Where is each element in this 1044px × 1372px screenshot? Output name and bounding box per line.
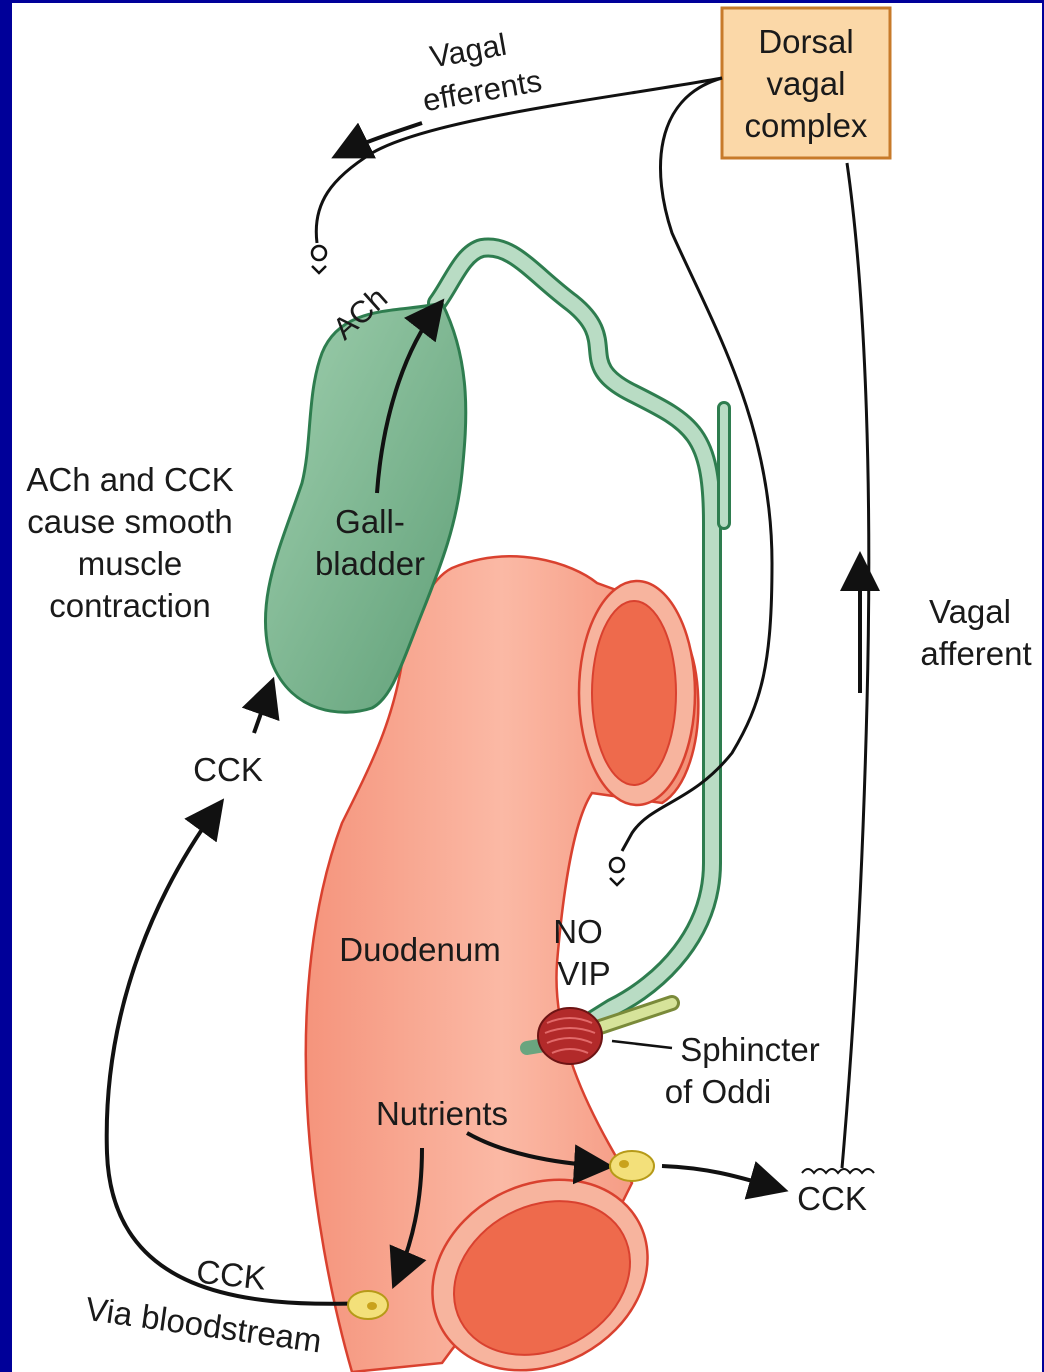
nerve-ending-icon: [802, 1169, 874, 1173]
dvc-label-3: complex: [745, 107, 868, 144]
nutrients-label: Nutrients: [376, 1095, 508, 1132]
via-bloodstream-label: Via bloodstream: [83, 1290, 324, 1360]
cck-right-label: CCK: [797, 1180, 867, 1217]
arrow-icon: [662, 1166, 777, 1188]
synapse-icon: [312, 246, 326, 273]
contraction-label-3: muscle: [78, 545, 183, 582]
vagal-afferent-label-2: afferent: [920, 635, 1031, 672]
sphincter-leader-line: [612, 1041, 672, 1048]
diagram-frame: Dorsal vagal complex: [12, 3, 1042, 1372]
sphincter-label-1: Sphincter: [680, 1031, 819, 1068]
vagal-afferent-nerve: [802, 163, 874, 1173]
contraction-label-2: cause smooth: [27, 503, 232, 540]
duodenum-label: Duodenum: [339, 931, 500, 968]
diagram-canvas: Dorsal vagal complex: [12, 3, 1042, 1372]
gallbladder-label-2: bladder: [315, 545, 425, 582]
arrow-icon: [254, 688, 270, 733]
contraction-label-4: contraction: [49, 587, 210, 624]
no-label: NO: [553, 913, 603, 950]
sphincter-label-2: of Oddi: [665, 1073, 771, 1110]
cck-left-label: CCK: [193, 751, 263, 788]
vagal-efferents-label-1: Vagal: [427, 27, 509, 75]
vip-label: VIP: [557, 955, 610, 992]
synapse-icon: [610, 858, 624, 885]
dorsal-vagal-complex-box: Dorsal vagal complex: [722, 8, 890, 158]
sphincter-of-oddi: [538, 1008, 602, 1064]
dvc-label-1: Dorsal: [758, 23, 853, 60]
enteroendocrine-cell-icon: [348, 1291, 388, 1319]
dvc-label-2: vagal: [767, 65, 846, 102]
enteroendocrine-cell-icon: [610, 1151, 654, 1181]
contraction-label-1: ACh and CCK: [26, 461, 233, 498]
cck-bottom-label: CCK: [195, 1253, 268, 1297]
gallbladder-label-1: Gall-: [335, 503, 405, 540]
vagal-afferent-label-1: Vagal: [929, 593, 1011, 630]
